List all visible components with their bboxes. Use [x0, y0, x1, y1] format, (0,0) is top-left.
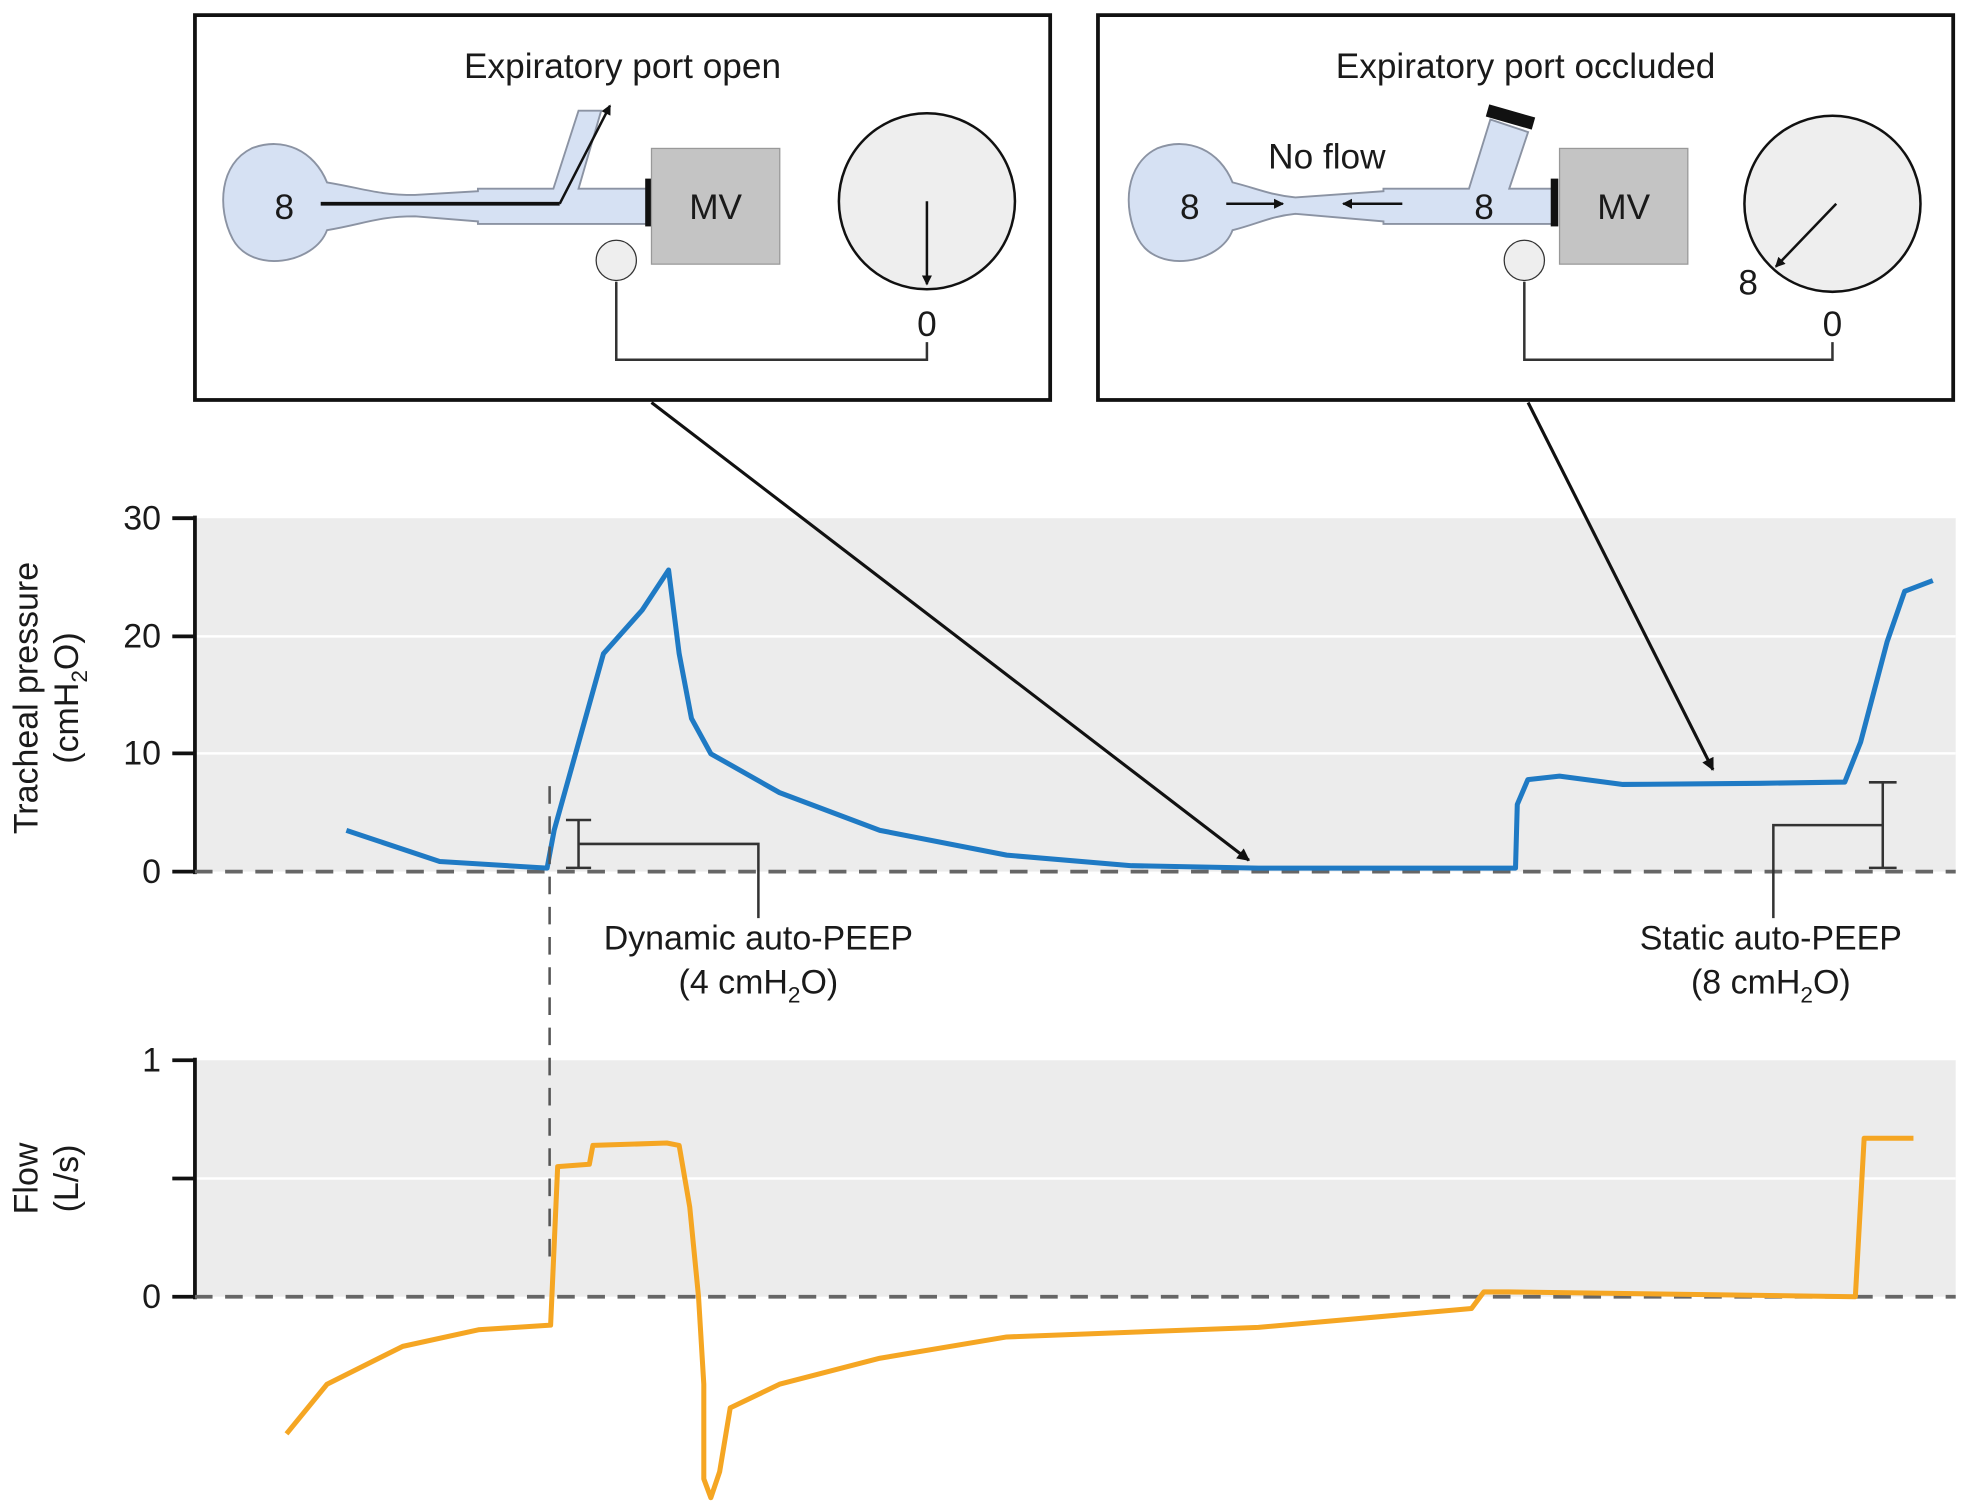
dynamic-auto-peep-label: Dynamic auto-PEEP — [604, 920, 913, 958]
y-tick-label: 0 — [142, 853, 161, 891]
panel-occluded-title: Expiratory port occluded — [1336, 47, 1716, 86]
ventilator-label: MV — [1597, 188, 1650, 227]
lung-icon: 8 — [1127, 118, 1555, 262]
y-axis-label: Tracheal pressure — [8, 562, 46, 834]
small-gauge-icon — [595, 239, 638, 282]
occlusion-cap — [1485, 104, 1536, 130]
gauge-zero-label: 0 — [1823, 305, 1843, 344]
circuit-pressure-value: 8 — [1474, 188, 1494, 227]
ventilator-label: MV — [689, 188, 742, 227]
y-tick-label: 30 — [123, 500, 161, 538]
callout-arrow-open — [650, 401, 1250, 862]
panel-port-occluded: Expiratory port occluded 8 No flow 8 MV … — [1096, 13, 1956, 402]
y-axis-unit: (L/s) — [48, 1145, 86, 1213]
small-gauge-icon — [1503, 239, 1546, 282]
lung-icon: 8 — [222, 109, 649, 262]
lung-pressure-value: 8 — [1180, 188, 1200, 227]
dynamic-auto-peep-bracket — [565, 818, 760, 919]
y-tick-label: 0 — [142, 1278, 161, 1316]
pressure-chart: 0 10 20 30 Tracheal pressure (cmH2O) — [8, 500, 1956, 891]
y-tick-label: 1 — [142, 1042, 161, 1080]
y-tick-label: 10 — [123, 735, 161, 773]
ventilator-box — [1558, 147, 1689, 265]
gauge-zero-label: 0 — [917, 305, 937, 344]
pressure-series-line — [345, 567, 1934, 871]
panel-open-title: Expiratory port open — [464, 47, 781, 86]
flow-chart: 0 1 Flow (L/s) — [8, 1042, 1956, 1501]
y-axis-label: Flow — [8, 1142, 46, 1214]
plot-background — [194, 518, 1956, 872]
dynamic-auto-peep-value: (4 cmH2O) — [679, 964, 839, 1008]
static-auto-peep-bracket — [1772, 781, 1897, 919]
gauge-reading-label: 8 — [1738, 263, 1758, 302]
panel-port-open: Expiratory port open 8 MV 0 — [193, 13, 1053, 402]
static-auto-peep-value: (8 cmH2O) — [1691, 964, 1851, 1008]
ventilator-box — [650, 147, 781, 265]
static-auto-peep-label: Static auto-PEEP — [1640, 920, 1902, 958]
y-tick-label: 20 — [123, 618, 161, 656]
no-flow-label: No flow — [1268, 138, 1386, 177]
lung-pressure-value: 8 — [274, 188, 294, 227]
callout-arrow-occluded — [1526, 401, 1715, 771]
flow-series-line — [284, 1135, 1914, 1501]
y-axis-unit: (cmH2O) — [48, 632, 92, 763]
pressure-gauge-icon — [1743, 114, 1922, 294]
